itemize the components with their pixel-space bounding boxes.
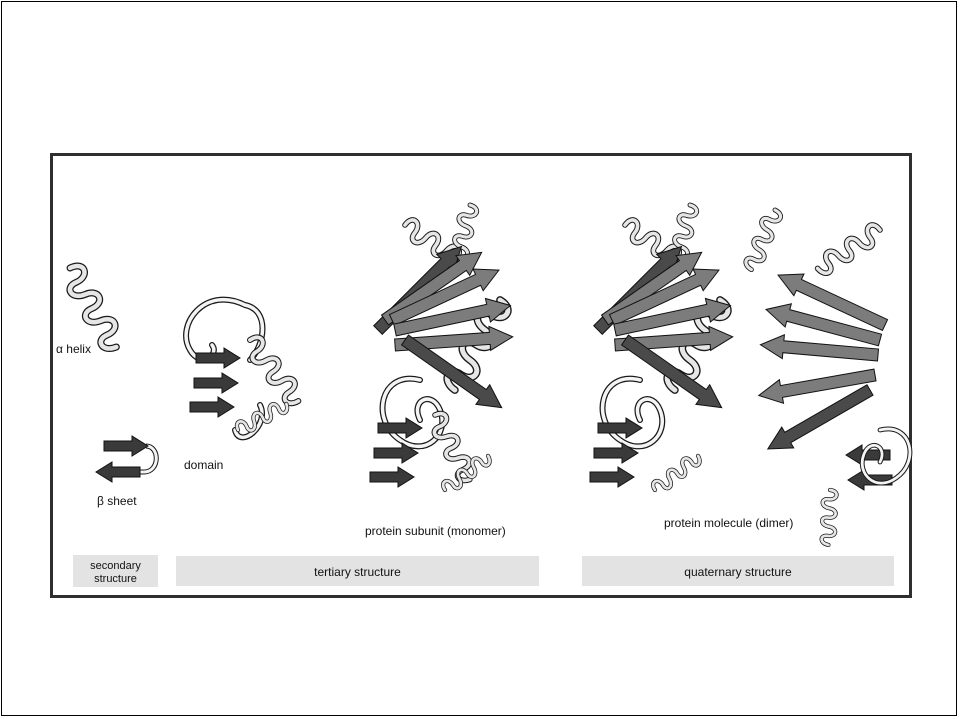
beta-sheet-drawing (96, 436, 156, 482)
subunit-drawing (370, 203, 515, 501)
secondary-caption-line2: structure (94, 573, 137, 585)
secondary-caption-line1: secondary (90, 560, 141, 572)
domain-drawing (186, 300, 314, 447)
domain-label: domain (184, 458, 223, 472)
subunit-label: protein subunit (monomer) (365, 524, 506, 538)
beta-sheet-label: β sheet (97, 494, 137, 508)
alpha-helix-label: α helix (56, 342, 91, 356)
molecule-label: protein molecule (dimer) (664, 516, 793, 530)
quaternary-caption: quaternary structure (684, 565, 792, 579)
dimer-drawing (590, 203, 910, 546)
alpha-helix-drawing (45, 262, 142, 352)
tertiary-caption: tertiary structure (314, 565, 401, 579)
